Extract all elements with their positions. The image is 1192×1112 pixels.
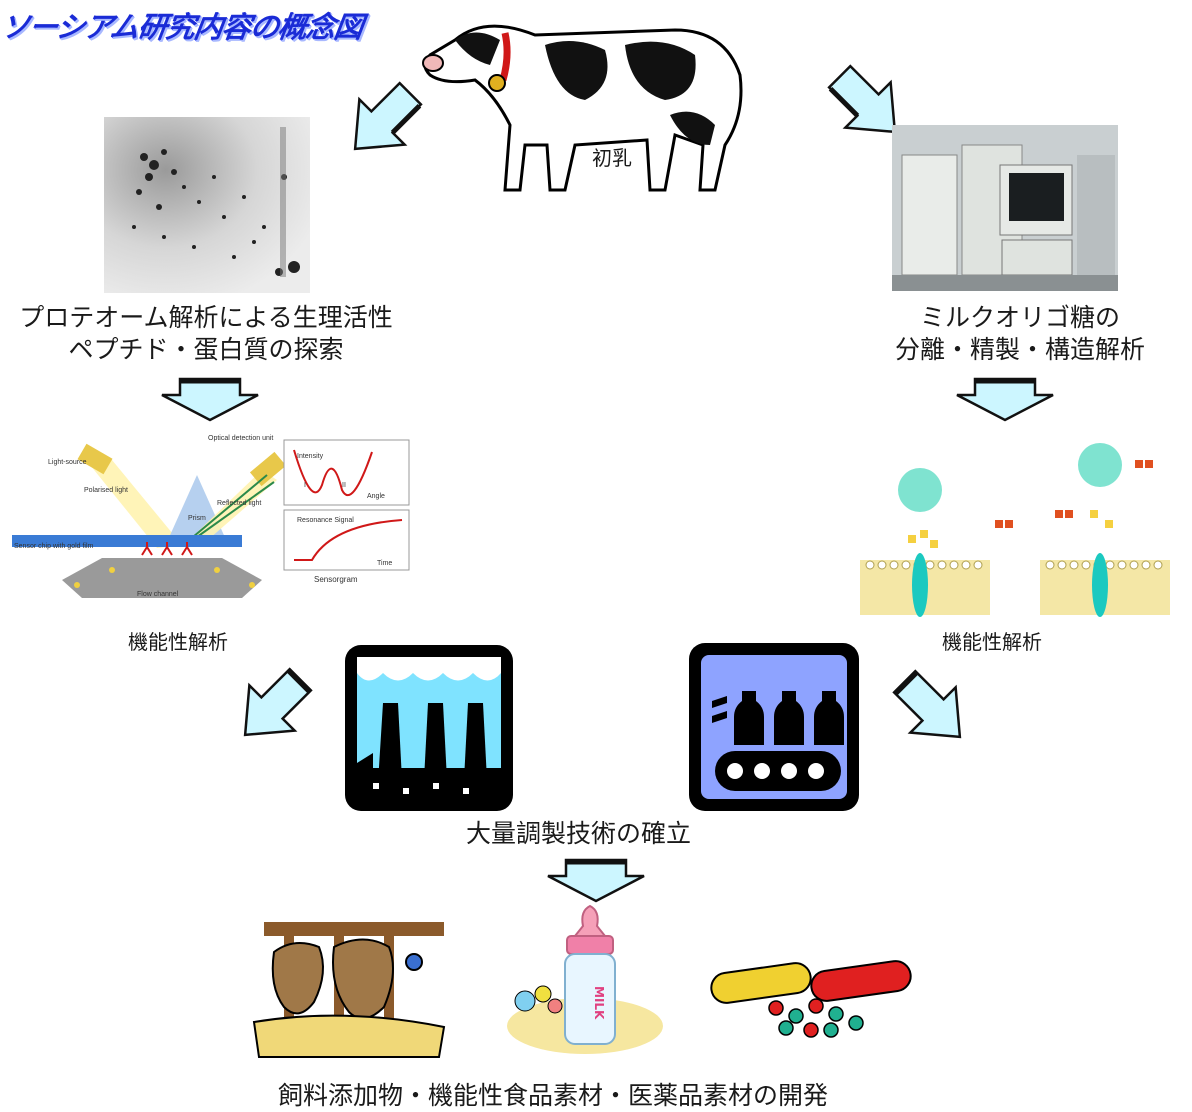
arrow-to-center-right	[892, 669, 962, 739]
page-title: ソーシアム研究内容の概念図	[0, 10, 365, 44]
proteome-caption: プロテオーム解析による生理活性 ペプチド・蛋白質の探索	[6, 302, 406, 366]
function-analysis-right: 機能性解析	[942, 630, 1042, 654]
arrow-down-left-column	[161, 377, 259, 422]
spr-intensity: Intensity	[297, 453, 324, 460]
bottling-machine-icon	[689, 643, 859, 811]
spr-sensorgram: Sensorgram	[314, 575, 358, 584]
proteome-caption-line1: プロテオーム解析による生理活性	[19, 303, 393, 332]
spr-sensor-chip: Sensor chip with gold film	[14, 543, 94, 550]
cattle-feeding-illustration	[252, 922, 446, 1058]
hplc-equipment-photo	[892, 125, 1118, 291]
proteome-caption-line2: ペプチド・蛋白質の探索	[68, 335, 344, 364]
bottle-label: MILK	[592, 986, 606, 1020]
arrow-down-center	[547, 858, 645, 903]
2d-gel-image	[104, 117, 310, 293]
arrow-down-left	[353, 81, 423, 151]
spr-polarised-light: Polarised light	[84, 487, 128, 494]
development-label: 飼料添加物・機能性食品素材・医薬品素材の開発	[278, 1081, 829, 1110]
factory-icon	[345, 645, 513, 811]
spr-resonance-signal: Resonance Signal	[297, 517, 354, 524]
baby-bottle-illustration: MILK	[507, 904, 663, 1054]
mass-production-label: 大量調製技術の確立	[466, 819, 692, 848]
arrow-down-right-column	[956, 377, 1054, 422]
spr-reflected-light: Reflected light	[217, 500, 261, 507]
arrow-down-right	[827, 64, 897, 134]
spr-diagram: Light-source Polarised light Prism Optic…	[12, 435, 410, 598]
oligosaccharide-caption: ミルクオリゴ糖の 分離・精製・構造解析	[870, 302, 1170, 366]
oligosaccharide-caption-line2: 分離・精製・構造解析	[894, 335, 1145, 364]
arrow-to-center-left	[243, 667, 313, 737]
spr-flow-channel: Flow channel	[137, 591, 179, 598]
function-analysis-left: 機能性解析	[128, 630, 228, 654]
spr-tick-i: I	[304, 482, 306, 489]
capsules-pills-illustration	[710, 960, 912, 1038]
spr-time: Time	[377, 560, 392, 567]
membrane-glycan-diagram	[860, 443, 1170, 617]
spr-tick-ii: II	[342, 482, 346, 489]
spr-angle: Angle	[367, 493, 385, 500]
spr-prism: Prism	[188, 515, 206, 522]
colostrum-label: 初乳	[592, 146, 632, 170]
spr-optical-unit: Optical detection unit	[208, 435, 273, 442]
cow-illustration	[422, 24, 743, 192]
spr-light-source: Light-source	[48, 459, 87, 466]
oligosaccharide-caption-line1: ミルクオリゴ糖の	[919, 303, 1120, 332]
